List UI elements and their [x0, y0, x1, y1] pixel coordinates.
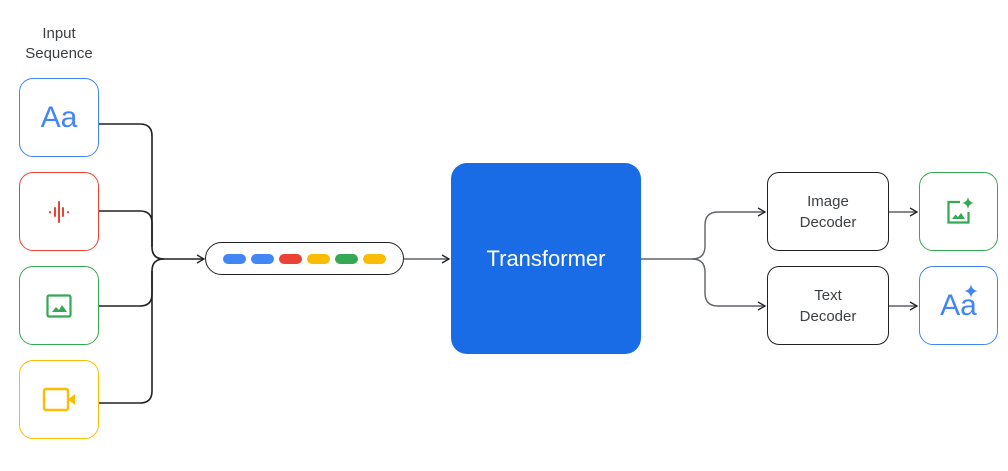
token: [363, 253, 386, 264]
token-sequence: [205, 242, 404, 275]
generated-text-output-box: Aa: [919, 266, 998, 345]
video-camera-icon: [42, 387, 75, 411]
transformer-label: Transformer: [486, 245, 606, 271]
audio-waveform-icon: [49, 200, 69, 223]
sparkle-icon: [964, 283, 979, 298]
decoder-label-line1: Image: [807, 192, 849, 210]
token: [279, 253, 302, 264]
text-aa-icon: Aa: [40, 100, 78, 134]
audio-input-box: [19, 172, 99, 251]
text-decoder-box: Text Decoder: [767, 266, 889, 345]
decoder-label-line2: Decoder: [799, 307, 857, 325]
image-icon: [46, 293, 72, 318]
text-sparkle-icon: Aa: [940, 283, 979, 323]
image-decoder-box: Image Decoder: [767, 172, 889, 251]
token: [251, 253, 274, 264]
decoder-label-line1: Text: [814, 286, 842, 304]
image-sparkle-icon: [946, 196, 974, 224]
generated-image-output-box: [919, 172, 998, 251]
token: [335, 253, 358, 264]
video-input-box: [19, 360, 99, 439]
token: [307, 253, 330, 264]
input-sequence-title: Input Sequence: [25, 25, 93, 62]
text-input-box: Aa: [19, 78, 99, 157]
image-input-box: [19, 266, 99, 345]
transformer-block: Transformer: [451, 163, 641, 354]
decoder-label-line2: Decoder: [799, 213, 857, 231]
token: [223, 253, 246, 264]
